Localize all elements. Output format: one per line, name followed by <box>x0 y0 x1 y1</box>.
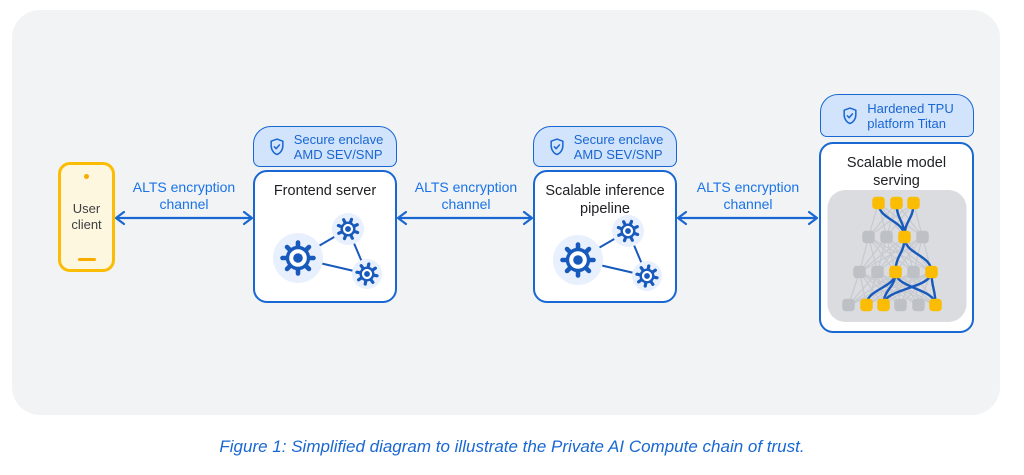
model-serving-box: Scalable model serving <box>819 142 974 333</box>
secure-enclave-badge-frontend: Secure enclave AMD SEV/SNP <box>253 126 397 167</box>
title-line1: Frontend server <box>273 183 377 199</box>
badge-line1: Secure enclave <box>573 131 664 147</box>
gear-network-icon <box>553 215 662 291</box>
alts-channel-label-2: ALTS encryption channel <box>394 179 538 213</box>
gear-icon-small <box>355 262 379 286</box>
title-line2: serving <box>873 172 920 189</box>
shield-check-icon <box>547 137 567 157</box>
gear-icon-large <box>280 240 316 276</box>
double-arrow-2 <box>396 210 534 226</box>
diagram-panel: User client ALTS <box>12 10 1000 415</box>
inference-pipeline-title: Scalable inference pipeline <box>535 172 675 218</box>
alts-channel-label-3: ALTS encryption channel <box>676 179 820 213</box>
alts-label-line1: ALTS encryption <box>696 179 800 195</box>
title-line2: pipeline <box>580 200 630 217</box>
inference-pipeline-box: Scalable inference pipeline <box>533 170 677 303</box>
secure-enclave-badge-inference: Secure enclave AMD SEV/SNP <box>533 126 677 167</box>
gear-icon-small <box>635 264 659 288</box>
alts-arrows-layer <box>114 210 819 226</box>
badge-line2: AMD SEV/SNP <box>573 146 663 162</box>
phone-home-bar <box>77 257 96 261</box>
badge-line1: Hardened TPU <box>867 100 954 116</box>
frontend-server-box: Frontend server <box>253 170 397 303</box>
user-client-label-line1: User <box>72 201 101 216</box>
user-client-device: User client <box>58 162 115 272</box>
gear-icon-small <box>616 219 640 243</box>
user-client-label: User client <box>61 201 112 232</box>
shield-check-icon <box>267 137 287 157</box>
frontend-server-title: Frontend server <box>255 172 395 201</box>
double-arrow-3 <box>676 210 819 226</box>
badge-line2: AMD SEV/SNP <box>293 146 383 162</box>
alts-label-line2: channel <box>159 196 209 212</box>
badge-text: Secure enclave AMD SEV/SNP <box>294 132 384 162</box>
gear-icon-large <box>560 242 596 278</box>
alts-label-line1: ALTS encryption <box>414 179 518 195</box>
badge-text: Hardened TPU platform Titan <box>867 101 953 131</box>
alts-label-line2: channel <box>723 196 773 212</box>
badge-line2: platform Titan <box>867 115 947 131</box>
badge-text: Secure enclave AMD SEV/SNP <box>574 132 664 162</box>
shield-check-icon <box>840 106 860 126</box>
phone-speaker-dot <box>84 174 89 179</box>
alts-label-line2: channel <box>441 196 491 212</box>
neural-network-icon <box>841 196 942 312</box>
double-arrow-1 <box>114 210 254 226</box>
model-serving-title: Scalable model serving <box>821 144 972 190</box>
title-line1: Scalable model <box>846 155 947 171</box>
alts-channel-label-1: ALTS encryption channel <box>112 179 256 213</box>
user-client-label-line2: client <box>71 216 102 232</box>
figure-caption: Figure 1: Simplified diagram to illustra… <box>219 437 805 456</box>
gear-icon-small <box>336 217 360 241</box>
badge-line1: Secure enclave <box>293 131 384 147</box>
tpu-accelerator-panel <box>827 190 966 322</box>
hardened-tpu-badge: Hardened TPU platform Titan <box>820 94 974 137</box>
alts-label-line1: ALTS encryption <box>132 179 236 195</box>
gear-network-icon <box>273 213 382 289</box>
title-line1: Scalable inference <box>545 183 665 199</box>
